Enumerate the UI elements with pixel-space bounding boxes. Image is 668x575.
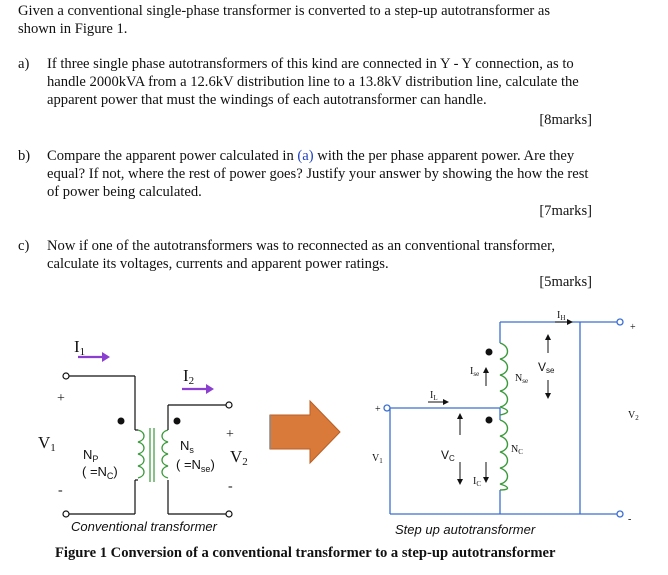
- label-i2: I2: [183, 366, 194, 387]
- label-v1-auto: V1: [372, 453, 383, 465]
- left-plus-out: +: [226, 427, 234, 442]
- question-a-marks: [8marks]: [539, 112, 592, 128]
- intro-line-1: Given a conventional single-phase transf…: [18, 3, 551, 19]
- question-c-label: c): [18, 238, 30, 254]
- label-vse: Vse: [538, 360, 555, 375]
- label-v2-auto: V2: [628, 410, 639, 422]
- label-np: NP: [83, 447, 98, 464]
- question-a-label: a): [18, 56, 30, 72]
- caption-step-up: Step up autotransformer: [395, 522, 536, 537]
- common-coil: [499, 419, 509, 491]
- question-c-line-2: calculate its voltages, currents and app…: [47, 256, 389, 272]
- question-b-line-2: equal? If not, where the rest of power g…: [47, 166, 589, 182]
- question-b-line-1: Compare the apparent power calculated in…: [47, 148, 575, 164]
- caption-conventional: Conventional transformer: [71, 519, 217, 534]
- step-up-autotransformer: [383, 318, 624, 518]
- question-a-line-3: apparent power that must the windings of…: [47, 92, 487, 108]
- series-coil: [499, 342, 509, 416]
- left-plus-in: +: [57, 391, 65, 406]
- left-minus-out: -: [228, 479, 233, 494]
- primary-coil: [137, 429, 145, 479]
- label-ns-eq: ( =Nse): [176, 457, 215, 474]
- question-a-reference: (a): [297, 148, 314, 164]
- conversion-arrow: [269, 399, 341, 465]
- question-a-line-1: If three single phase autotransformers o…: [47, 56, 574, 72]
- label-np-eq: ( =NC): [82, 464, 118, 481]
- auto-minus-out: -: [628, 514, 631, 525]
- question-c-line-1: Now if one of the autotransformers was t…: [47, 238, 555, 254]
- auto-plus-out: +: [630, 322, 636, 333]
- label-ns: Ns: [180, 438, 194, 455]
- secondary-coil: [161, 429, 169, 479]
- question-b-line-3: of power being calculated.: [47, 184, 202, 200]
- label-ic: IC: [473, 476, 481, 488]
- label-v2: V2: [230, 447, 248, 468]
- label-ih: IH: [557, 310, 565, 322]
- left-minus-in: -: [58, 483, 63, 498]
- auto-plus-in: +: [375, 404, 381, 415]
- intro-line-2: shown in Figure 1.: [18, 21, 128, 37]
- primary-dot: [117, 417, 125, 425]
- label-il: IL: [430, 390, 438, 402]
- question-b-label: b): [18, 148, 31, 164]
- label-nse: Nse: [515, 373, 528, 385]
- label-nc: NC: [511, 444, 523, 456]
- secondary-dot: [173, 417, 181, 425]
- label-i1: I1: [74, 337, 85, 358]
- figure-title: Figure 1 Conversion of a conventional tr…: [55, 545, 556, 561]
- label-ise: Ise: [470, 366, 479, 378]
- question-a-line-2: handle 2000kVA from a 12.6kV distributio…: [47, 74, 579, 90]
- label-v1: V1: [38, 433, 56, 454]
- common-dot: [485, 416, 493, 424]
- question-b-marks: [7marks]: [539, 203, 592, 219]
- conventional-transformer: [62, 372, 233, 518]
- label-vc: VC: [441, 448, 455, 463]
- series-dot: [485, 348, 493, 356]
- question-c-marks: [5marks]: [539, 274, 592, 290]
